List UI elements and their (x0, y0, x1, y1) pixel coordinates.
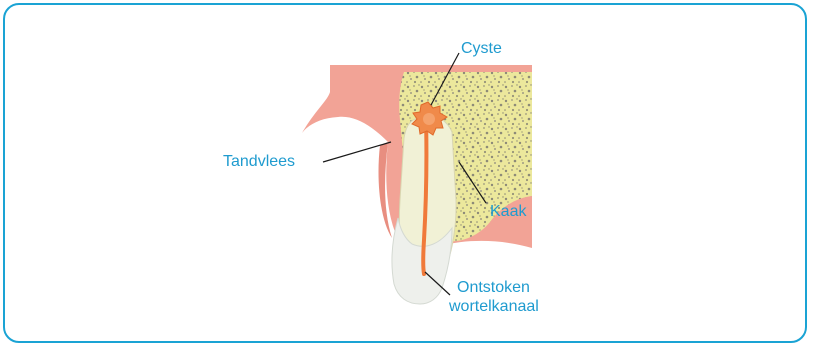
canal-label-line1: Ontstoken (457, 279, 530, 296)
jaw-label: Kaak (490, 203, 527, 220)
canal-label-line2: wortelkanaal (448, 298, 539, 315)
cyst-label: Cyste (461, 40, 502, 57)
gum-label: Tandvlees (223, 153, 295, 170)
